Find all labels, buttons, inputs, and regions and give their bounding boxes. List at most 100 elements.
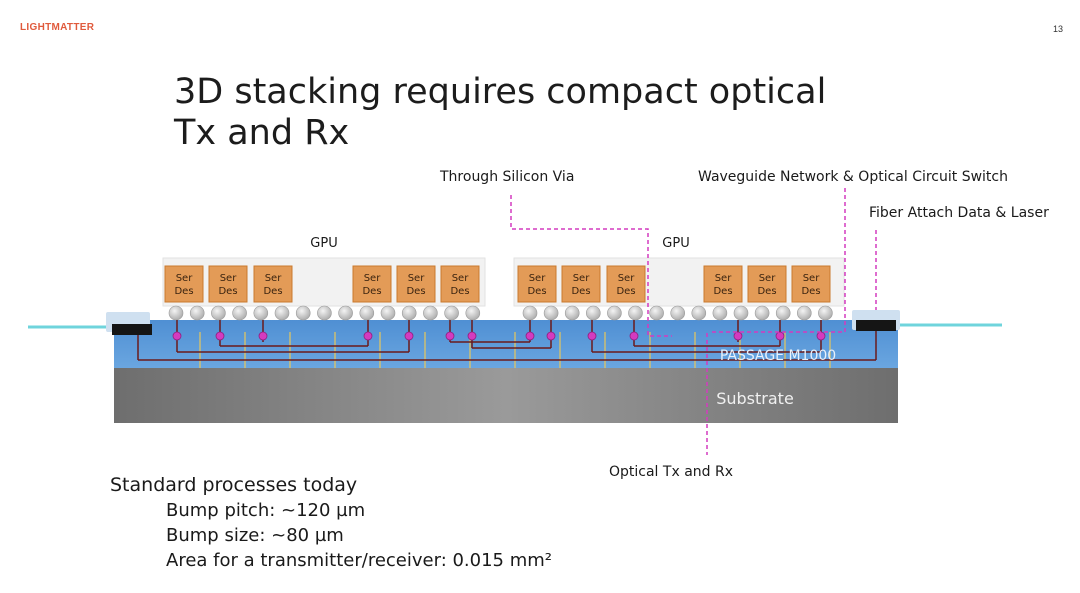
gpu-label-2: GPU (662, 236, 689, 251)
serdes-ser-1-3: Ser (265, 273, 283, 284)
bump-23 (691, 305, 707, 321)
serdes-des-1-2: Des (218, 286, 237, 297)
serdes-des-2-3: Des (616, 286, 635, 297)
callout-tsv: Through Silicon Via (440, 169, 575, 185)
serdes-ser-2-5: Ser (759, 273, 777, 284)
serdes-ser-2-4: Ser (715, 273, 733, 284)
serdes-block-1-2 (208, 265, 248, 303)
notes-item-bump-pitch: Bump pitch: ~120 µm (166, 500, 366, 521)
bump-2 (211, 305, 226, 321)
serdes-ser-1-5: Ser (408, 273, 426, 284)
bump-28 (796, 305, 812, 321)
serdes-block-2-1 (517, 265, 557, 303)
bump-16 (543, 305, 559, 321)
optical-pad-12 (775, 331, 785, 341)
bump-7 (317, 305, 332, 321)
bump-22 (670, 305, 686, 321)
bump-29 (818, 305, 833, 321)
title-line-1: 3D stacking requires compact optical (174, 72, 827, 112)
bump-1 (189, 305, 205, 321)
bump-row (168, 305, 833, 321)
bump-8 (338, 305, 353, 321)
bump-10 (380, 305, 396, 321)
bump-9 (359, 305, 375, 321)
serdes-block-2-3 (606, 265, 646, 303)
optical-pad-13 (816, 331, 826, 341)
serdes-des-2-2: Des (571, 286, 590, 297)
bump-19 (607, 305, 622, 321)
bump-12 (423, 305, 438, 321)
serdes-block-2-5 (747, 265, 787, 303)
callout-line-waveguide (712, 188, 846, 333)
bump-17 (564, 305, 580, 321)
substrate-layer (114, 368, 898, 423)
bump-14 (465, 305, 481, 321)
slide-title: 3D stacking requires compact optical Tx … (174, 72, 874, 154)
serdes-ser-1-4: Ser (364, 273, 382, 284)
serdes-block-1-5 (396, 265, 436, 303)
serdes-des-1-3: Des (263, 286, 282, 297)
notes-heading: Standard processes today (110, 474, 358, 496)
serdes-block-2-4 (703, 265, 743, 303)
fiber-attach-right (856, 320, 896, 331)
interposer-label: PASSAGE M1000 (720, 348, 836, 364)
optical-pad-9 (587, 331, 597, 341)
serdes-des-2-1: Des (527, 286, 546, 297)
substrate-body (114, 368, 898, 423)
bump-25 (733, 305, 749, 321)
serdes-ser-2-3: Ser (618, 273, 636, 284)
trace-network (137, 320, 877, 361)
bump-3 (232, 305, 247, 321)
serdes-block-2-2 (561, 265, 601, 303)
notes-item-area: Area for a transmitter/receiver: 0.015 m… (166, 550, 553, 571)
bump-26 (754, 305, 770, 321)
bump-13 (444, 305, 459, 321)
lightmatter-logo: LIGHTMATTER (20, 22, 95, 33)
page-number: 13 (1052, 24, 1063, 34)
optical-pad-5 (445, 331, 455, 341)
substrate-label: Substrate (716, 389, 794, 408)
callout-line-tsv (510, 195, 672, 337)
serdes-ser-1-1: Ser (176, 273, 194, 284)
callout-waveguide: Waveguide Network & Optical Circuit Swit… (698, 169, 1008, 185)
optical-pad-11 (733, 331, 743, 341)
optical-pad-10 (629, 331, 639, 341)
callout-fiber: Fiber Attach Data & Laser (869, 205, 1049, 221)
serdes-block-1-6 (440, 265, 480, 303)
notes-item-bump-size: Bump size: ~80 µm (166, 525, 344, 546)
bump-24 (712, 305, 728, 321)
serdes-block-1-1 (164, 265, 204, 303)
serdes-des-1-5: Des (406, 286, 425, 297)
serdes-block-2-6 (791, 265, 831, 303)
serdes-ser-1-2: Ser (220, 273, 238, 284)
callout-optical: Optical Tx and Rx (609, 464, 733, 480)
bump-20 (628, 305, 643, 321)
optical-pad-2 (258, 331, 268, 341)
bump-0 (168, 305, 184, 321)
bump-15 (522, 305, 538, 321)
callout-lines (510, 188, 877, 455)
serdes-ser-1-6: Ser (452, 273, 470, 284)
serdes-des-2-4: Des (713, 286, 732, 297)
serdes-ser-2-1: Ser (529, 273, 547, 284)
serdes-block-1-4 (352, 265, 392, 303)
bump-27 (775, 305, 791, 321)
serdes-des-1-1: Des (174, 286, 193, 297)
optical-pad-8 (546, 331, 556, 341)
optical-pad-3 (363, 331, 373, 341)
bump-21 (649, 305, 664, 321)
bump-11 (401, 305, 417, 321)
serdes-des-1-6: Des (450, 286, 469, 297)
serdes-des-2-6: Des (801, 286, 820, 297)
bump-4 (253, 305, 269, 321)
serdes-block-1-3 (253, 265, 293, 303)
optical-pad-0 (172, 331, 182, 341)
optical-pad-1 (215, 331, 225, 341)
serdes-des-2-5: Des (757, 286, 776, 297)
process-notes: Standard processes today Bump pitch: ~12… (110, 473, 552, 573)
fiber-lines (28, 323, 1002, 329)
optical-pad-7 (525, 331, 535, 341)
gpu-label-1: GPU (310, 236, 337, 251)
